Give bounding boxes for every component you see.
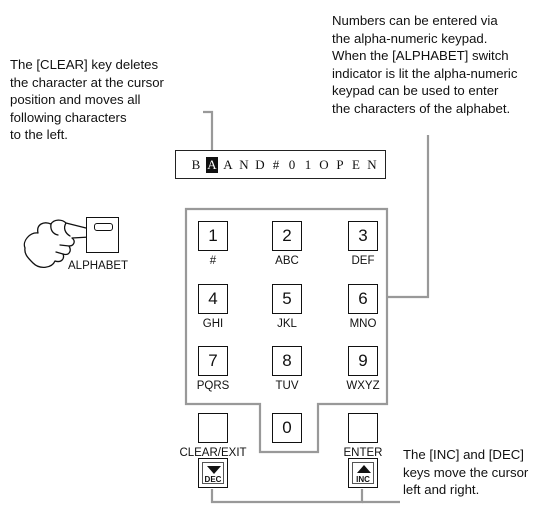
display-char: A <box>223 157 233 172</box>
key-2[interactable]: 2 <box>272 221 302 251</box>
display-char: # <box>272 157 280 172</box>
enter-button[interactable] <box>348 413 378 443</box>
key-3[interactable]: 3 <box>348 221 378 251</box>
note-line: the character at the cursor <box>10 74 164 90</box>
key-6-letters: MNO <box>349 318 377 330</box>
note-line: left and right. <box>403 482 480 498</box>
display-char: O <box>319 157 329 172</box>
note-line: The [INC] and [DEC] <box>403 447 524 462</box>
note-line: The [CLEAR] key deletes <box>10 57 159 72</box>
numbers-entry-note: Numbers can be entered via the alpha-num… <box>332 12 517 118</box>
key-5-letters: JKL <box>277 318 297 330</box>
key-3-letters: DEF <box>351 255 375 267</box>
alphabet-button[interactable] <box>86 217 119 253</box>
display-char: E <box>352 157 360 172</box>
dec-label: DEC <box>204 475 222 484</box>
note-line: keypad can be used to enter <box>332 83 499 99</box>
display-char: B <box>191 157 201 172</box>
key-6[interactable]: 6 <box>348 284 378 314</box>
note-line: following characters <box>10 109 127 125</box>
key-9-letters: WXYZ <box>346 380 380 392</box>
key-8-letters: TUV <box>275 380 299 392</box>
display-char: D <box>255 157 265 172</box>
key-4-letters: GHI <box>202 318 224 330</box>
note-line: Numbers can be entered via <box>332 13 498 28</box>
triangle-up-icon <box>357 465 371 473</box>
key-1[interactable]: 1 <box>198 221 228 251</box>
clear-exit-label: CLEAR/EXIT <box>179 447 247 459</box>
display-char: 0 <box>288 157 296 172</box>
note-line: the alpha-numeric keypad. <box>332 30 488 46</box>
key-5[interactable]: 5 <box>272 284 302 314</box>
clear-exit-button[interactable] <box>198 413 228 443</box>
inc-button[interactable]: INC <box>348 458 378 488</box>
clear-key-note: The [CLEAR] key deletes the character at… <box>10 56 164 144</box>
display-cursor: A <box>206 157 218 173</box>
note-line: When the [ALPHABET] switch <box>332 48 509 64</box>
note-line: position and moves all <box>10 92 141 108</box>
note-line: to the left. <box>10 127 68 143</box>
note-line: the characters of the alphabet. <box>332 100 511 116</box>
inc-dec-note: The [INC] and [DEC] keys move the cursor… <box>403 446 528 499</box>
key-1-letters: # <box>209 255 217 267</box>
key-0[interactable]: 0 <box>272 413 302 443</box>
display-char: P <box>336 157 344 172</box>
display-char: N <box>367 157 377 172</box>
key-9[interactable]: 9 <box>348 346 378 376</box>
key-4[interactable]: 4 <box>198 284 228 314</box>
note-line: indicator is lit the alpha-numeric <box>332 65 518 81</box>
note-line: keys move the cursor <box>403 464 529 480</box>
inc-label: INC <box>356 475 370 484</box>
display-char: N <box>239 157 249 172</box>
triangle-down-icon <box>207 466 221 474</box>
alphabet-indicator-led <box>94 223 113 231</box>
display-char: 1 <box>304 157 312 172</box>
dec-button[interactable]: DEC <box>198 458 228 488</box>
lcd-display: B A A N D # 0 1 O P E N <box>175 150 386 179</box>
key-2-letters: ABC <box>275 255 299 267</box>
enter-label: ENTER <box>343 447 383 459</box>
key-8[interactable]: 8 <box>272 346 302 376</box>
key-7-letters: PQRS <box>196 380 230 392</box>
key-7[interactable]: 7 <box>198 346 228 376</box>
pointing-hand-icon <box>23 219 95 268</box>
alphabet-label: ALPHABET <box>68 260 129 272</box>
